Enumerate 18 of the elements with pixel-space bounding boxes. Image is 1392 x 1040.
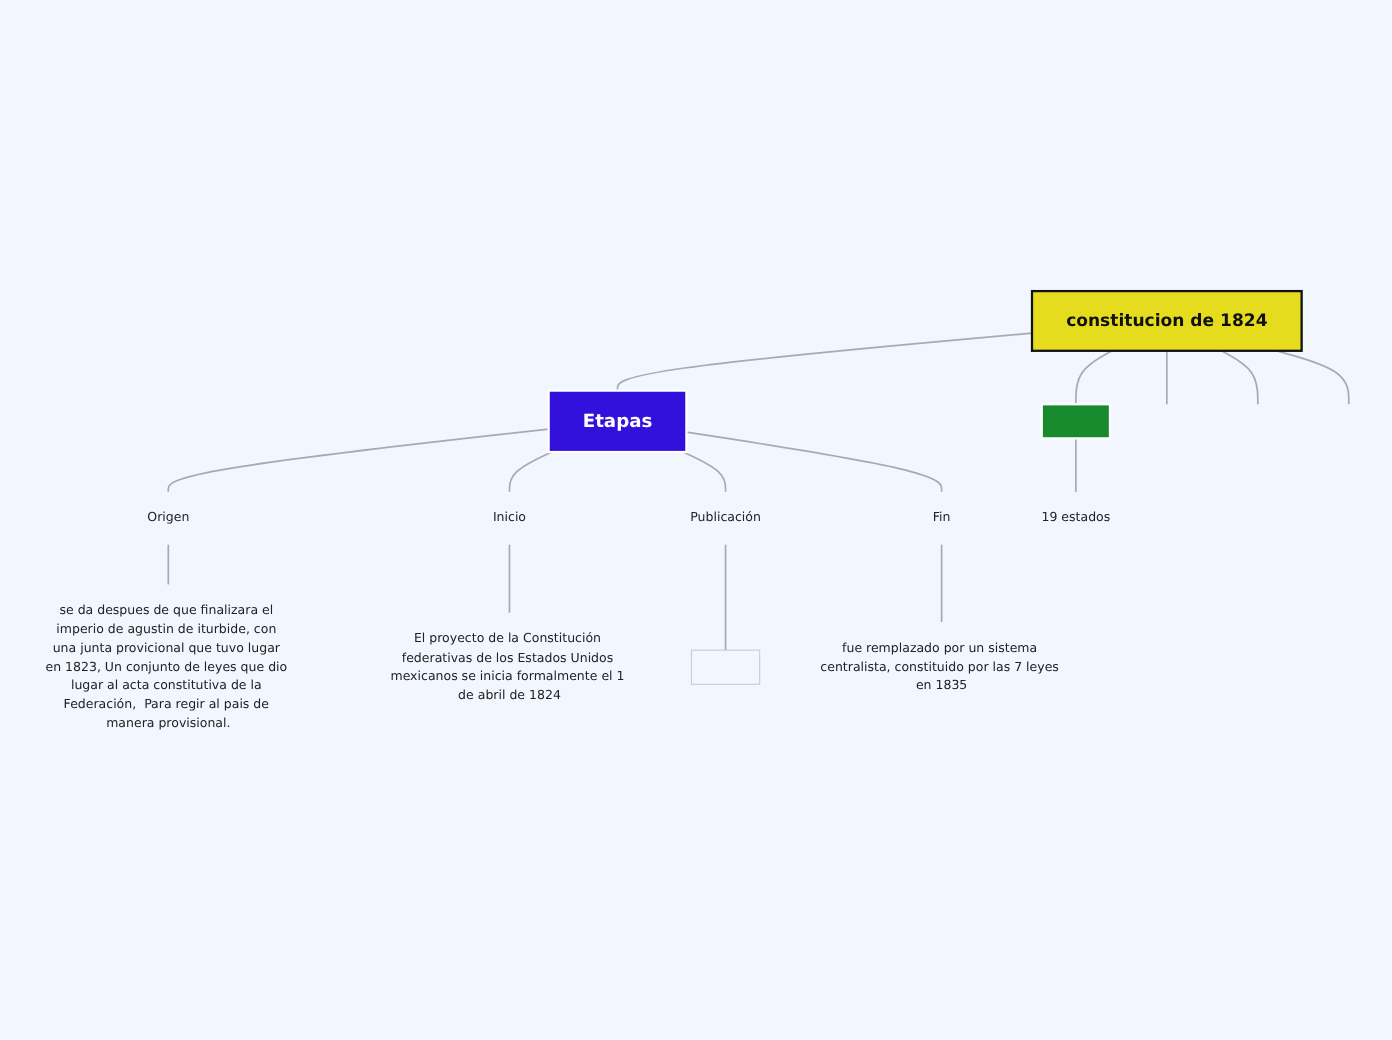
connector	[508, 543, 511, 613]
connector	[1165, 349, 1168, 405]
connector	[685, 430, 943, 493]
connector	[1075, 349, 1114, 405]
node-box	[1030, 289, 1303, 352]
connector	[167, 543, 170, 585]
connector	[1275, 349, 1350, 405]
connector	[1075, 437, 1077, 493]
node-box	[690, 649, 761, 685]
connector	[940, 543, 943, 623]
connector	[682, 450, 727, 493]
node-box	[1040, 402, 1112, 439]
connector	[616, 331, 1033, 391]
connector	[1220, 349, 1259, 405]
connector	[724, 543, 727, 651]
connector	[508, 450, 553, 493]
connector	[167, 427, 550, 493]
node-box	[547, 388, 688, 453]
